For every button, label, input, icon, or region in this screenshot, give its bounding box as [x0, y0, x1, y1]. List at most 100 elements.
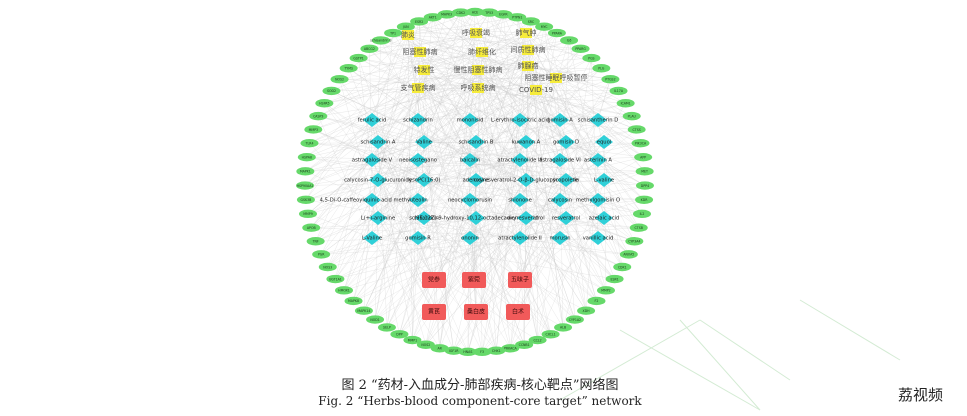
network-edge	[559, 119, 607, 291]
target-label: APP	[640, 155, 646, 159]
network-edge	[423, 12, 461, 71]
network-edge	[537, 199, 599, 341]
component-label: luteolin	[408, 198, 427, 204]
component-node	[369, 173, 387, 187]
disease-node	[520, 28, 532, 38]
network-edge	[327, 119, 521, 268]
target-label: CASP3	[313, 114, 323, 118]
target-node	[577, 306, 596, 315]
network-edge	[527, 65, 587, 311]
component-label: astragaloside VI	[539, 158, 581, 164]
network-edge	[324, 103, 379, 181]
network-edge	[306, 156, 419, 161]
target-node	[390, 330, 409, 339]
target-node	[480, 8, 499, 17]
network-edge	[525, 32, 597, 301]
target-label: MAPK14	[357, 309, 370, 313]
network-edge	[525, 40, 570, 181]
network-edge	[311, 217, 527, 228]
target-label: APOB	[307, 226, 316, 230]
target-node	[571, 44, 590, 53]
target-label: ICAM1	[621, 102, 631, 106]
network-edge	[358, 58, 379, 219]
network-edge	[377, 179, 435, 313]
network-edge	[425, 141, 605, 345]
target-label: IGF1R	[449, 349, 459, 353]
herb-label: 五味子	[511, 276, 529, 284]
network-edge	[446, 14, 605, 181]
component-label: L-valine	[594, 178, 614, 184]
target-node	[297, 152, 316, 162]
network-edge	[318, 115, 567, 181]
component-node	[415, 173, 433, 187]
target-node	[296, 181, 315, 190]
network-edge	[425, 119, 561, 345]
target-node	[635, 181, 654, 190]
disease-label: 肺腺癌	[518, 61, 539, 70]
disease-node	[472, 65, 484, 75]
network-edge	[510, 179, 527, 349]
network-edge	[475, 32, 607, 291]
component-node	[557, 211, 575, 225]
target-label: NOS3	[323, 265, 332, 269]
target-node	[466, 7, 484, 17]
network-edge	[525, 115, 632, 181]
target-label: EGFR	[499, 13, 508, 17]
target-node	[410, 17, 429, 26]
watermark-logo-text: 荔视频	[898, 386, 944, 404]
target-label: SOD2	[327, 89, 336, 93]
network-edge	[369, 48, 537, 91]
target-label: MET	[641, 170, 648, 174]
network-edge	[371, 119, 435, 281]
target-node	[592, 64, 611, 73]
target-label: TP53	[484, 11, 493, 15]
herb-node	[464, 304, 488, 320]
network-edge	[423, 69, 632, 117]
herb-label: 桑白皮	[467, 308, 485, 316]
component-node	[551, 153, 569, 167]
network-edge	[313, 129, 373, 161]
target-node	[423, 13, 442, 22]
component-label: ferulic acid	[358, 118, 387, 124]
target-label: ESR1	[610, 277, 618, 281]
component-node	[511, 231, 529, 245]
target-node	[487, 346, 506, 355]
network-edge	[423, 179, 521, 281]
network-edge	[519, 199, 561, 281]
network-edge	[525, 32, 637, 130]
target-label: MMP1	[408, 338, 417, 342]
network-edge	[392, 32, 521, 239]
network-edge	[527, 49, 626, 104]
target-node	[622, 111, 641, 121]
herb-node	[422, 304, 446, 320]
network-edge	[417, 87, 645, 172]
component-label: asterinin A	[584, 158, 612, 164]
target-node	[349, 53, 368, 63]
component-label: schisandrin A	[361, 140, 396, 146]
component-node	[363, 193, 381, 207]
target-label: PLAU	[628, 114, 637, 118]
network-edge	[377, 141, 435, 281]
network-edge	[339, 79, 373, 201]
target-node	[304, 125, 323, 134]
target-node	[501, 344, 520, 353]
network-edge	[460, 12, 471, 201]
network-edge	[363, 69, 479, 311]
target-node	[344, 296, 363, 306]
network-edge	[477, 69, 597, 302]
network-edge	[525, 171, 645, 219]
network-edge	[369, 32, 527, 49]
target-node	[299, 209, 318, 219]
network-edge	[527, 65, 641, 144]
network-edge	[432, 17, 479, 71]
target-label: CDK2	[456, 11, 465, 15]
network-edge	[393, 32, 605, 143]
target-node	[631, 138, 650, 148]
component-label: schizandrin	[403, 118, 433, 124]
network-edge	[315, 217, 379, 242]
network-edge	[527, 65, 629, 255]
network-edge	[324, 103, 477, 219]
target-label: ABCG2	[364, 47, 375, 51]
target-label: NOS2	[421, 343, 430, 347]
component-label: oxyresveratrol-2-O-β-D-glucopyranoside	[474, 178, 578, 184]
